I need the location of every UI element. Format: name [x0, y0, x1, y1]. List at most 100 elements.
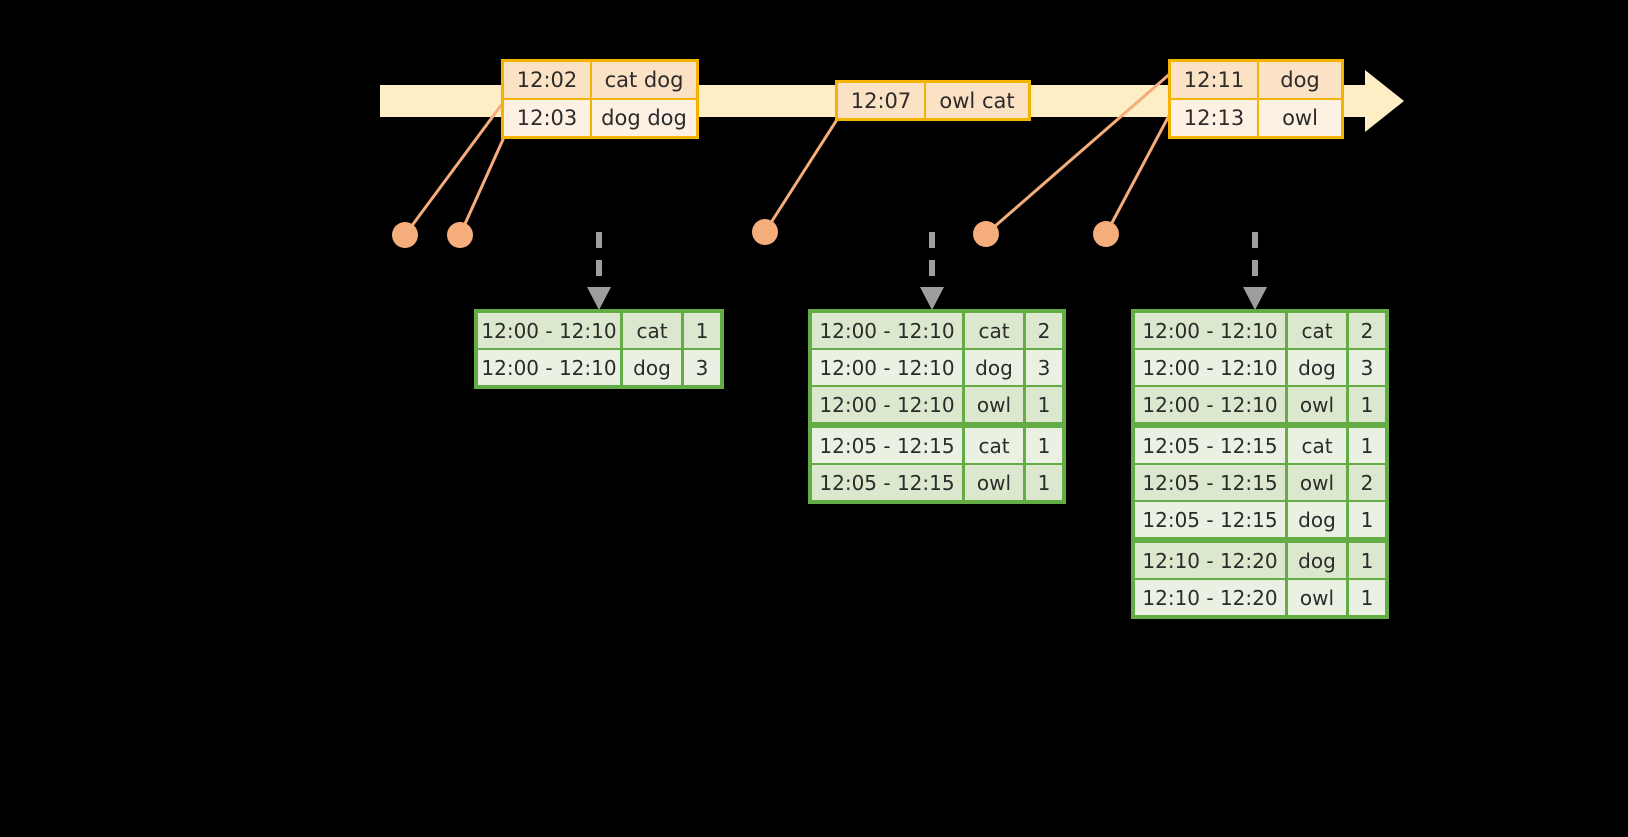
result-table-2: 12:00 - 12:10 cat 2 12:00 - 12:10 dog 3 …: [808, 309, 1066, 504]
timeline-arrow-head: [1365, 70, 1404, 132]
event-row: 12:02 cat dog: [504, 62, 696, 98]
connector-dot-4: [973, 221, 999, 247]
result-group: 12:10 - 12:20 dog 1 12:10 - 12:20 owl 1: [1135, 543, 1385, 615]
result-table-3: 12:00 - 12:10 cat 2 12:00 - 12:10 dog 3 …: [1131, 309, 1389, 619]
cell-window: 12:05 - 12:15: [1135, 502, 1285, 537]
event-box-group-2: 12:07 owl cat: [835, 80, 1031, 121]
cell-count: 1: [1349, 428, 1385, 463]
cell-count: 1: [1026, 428, 1062, 463]
cell-window: 12:00 - 12:10: [478, 313, 620, 348]
table-row: 12:05 - 12:15 cat 1: [812, 428, 1062, 463]
cell-count: 1: [1349, 387, 1385, 422]
table-row: 12:05 - 12:15 owl 2: [1135, 465, 1385, 500]
table-row: 12:00 - 12:10 dog 3: [478, 350, 720, 385]
cell-count: 3: [1026, 350, 1062, 385]
cell-count: 3: [1349, 350, 1385, 385]
cell-key: dog: [965, 350, 1023, 385]
cell-key: owl: [1288, 387, 1346, 422]
cell-window: 12:00 - 12:10: [812, 387, 962, 422]
cell-key: dog: [623, 350, 681, 385]
cell-key: cat: [623, 313, 681, 348]
connector-line-2: [458, 134, 507, 236]
cell-count: 1: [684, 313, 720, 348]
cell-key: dog: [1288, 502, 1346, 537]
cell-count: 1: [1349, 543, 1385, 578]
cell-count: 2: [1026, 313, 1062, 348]
cell-window: 12:00 - 12:10: [812, 350, 962, 385]
event-time: 12:11: [1171, 62, 1259, 98]
connector-dot-2: [447, 222, 473, 248]
table-row: 12:00 - 12:10 owl 1: [812, 387, 1062, 422]
event-time: 12:13: [1171, 100, 1259, 136]
connector-line-1: [403, 99, 507, 236]
flow-arrow-2-head: [920, 287, 944, 310]
flow-arrow-1-head: [587, 287, 611, 310]
cell-count: 1: [1349, 580, 1385, 615]
table-row: 12:00 - 12:10 owl 1: [1135, 387, 1385, 422]
event-row: 12:13 owl: [1171, 98, 1341, 136]
event-time: 12:03: [504, 100, 592, 136]
table-row: 12:00 - 12:10 cat 1: [478, 313, 720, 348]
table-row: 12:00 - 12:10 cat 2: [812, 313, 1062, 348]
event-box-group-1: 12:02 cat dog 12:03 dog dog: [501, 59, 699, 139]
event-row: 12:11 dog: [1171, 62, 1341, 98]
cell-key: dog: [1288, 350, 1346, 385]
cell-key: dog: [1288, 543, 1346, 578]
cell-window: 12:00 - 12:10: [478, 350, 620, 385]
event-value: dog dog: [592, 100, 696, 136]
flow-arrow-3-head: [1243, 287, 1267, 310]
cell-key: owl: [1288, 465, 1346, 500]
result-group: 12:00 - 12:10 cat 2 12:00 - 12:10 dog 3 …: [812, 313, 1062, 422]
cell-window: 12:05 - 12:15: [1135, 428, 1285, 463]
result-group: 12:05 - 12:15 cat 1 12:05 - 12:15 owl 2 …: [1135, 428, 1385, 537]
table-row: 12:00 - 12:10 dog 3: [812, 350, 1062, 385]
result-group: 12:00 - 12:10 cat 2 12:00 - 12:10 dog 3 …: [1135, 313, 1385, 422]
cell-key: cat: [965, 313, 1023, 348]
table-row: 12:05 - 12:15 cat 1: [1135, 428, 1385, 463]
connector-dot-5: [1093, 221, 1119, 247]
event-value: owl: [1259, 100, 1341, 136]
cell-key: cat: [1288, 313, 1346, 348]
cell-count: 2: [1349, 465, 1385, 500]
event-row: 12:07 owl cat: [838, 83, 1028, 118]
cell-count: 1: [1026, 465, 1062, 500]
cell-window: 12:00 - 12:10: [1135, 313, 1285, 348]
result-group: 12:05 - 12:15 cat 1 12:05 - 12:15 owl 1: [812, 428, 1062, 500]
cell-window: 12:00 - 12:10: [812, 313, 962, 348]
cell-window: 12:05 - 12:15: [1135, 465, 1285, 500]
connector-dot-1: [392, 222, 418, 248]
cell-key: cat: [965, 428, 1023, 463]
cell-count: 2: [1349, 313, 1385, 348]
cell-window: 12:10 - 12:20: [1135, 543, 1285, 578]
cell-count: 1: [1349, 502, 1385, 537]
table-row: 12:10 - 12:20 owl 1: [1135, 580, 1385, 615]
cell-key: owl: [1288, 580, 1346, 615]
cell-count: 1: [1026, 387, 1062, 422]
cell-key: cat: [1288, 428, 1346, 463]
result-group: 12:00 - 12:10 cat 1 12:00 - 12:10 dog 3: [478, 313, 720, 385]
event-value: owl cat: [926, 83, 1028, 118]
table-row: 12:05 - 12:15 dog 1: [1135, 502, 1385, 537]
table-row: 12:00 - 12:10 cat 2: [1135, 313, 1385, 348]
event-time: 12:07: [838, 83, 926, 118]
event-time: 12:02: [504, 62, 592, 98]
cell-window: 12:05 - 12:15: [812, 428, 962, 463]
cell-window: 12:00 - 12:10: [1135, 350, 1285, 385]
event-box-group-3: 12:11 dog 12:13 owl: [1168, 59, 1344, 139]
table-row: 12:05 - 12:15 owl 1: [812, 465, 1062, 500]
cell-window: 12:10 - 12:20: [1135, 580, 1285, 615]
cell-window: 12:00 - 12:10: [1135, 387, 1285, 422]
table-row: 12:00 - 12:10 dog 3: [1135, 350, 1385, 385]
event-value: cat dog: [592, 62, 696, 98]
cell-key: owl: [965, 465, 1023, 500]
event-value: dog: [1259, 62, 1341, 98]
cell-window: 12:05 - 12:15: [812, 465, 962, 500]
connector-line-3: [763, 117, 840, 233]
event-row: 12:03 dog dog: [504, 98, 696, 136]
connector-dot-3: [752, 219, 778, 245]
table-row: 12:10 - 12:20 dog 1: [1135, 543, 1385, 578]
cell-key: owl: [965, 387, 1023, 422]
connector-line-5: [1104, 109, 1174, 235]
cell-count: 3: [684, 350, 720, 385]
